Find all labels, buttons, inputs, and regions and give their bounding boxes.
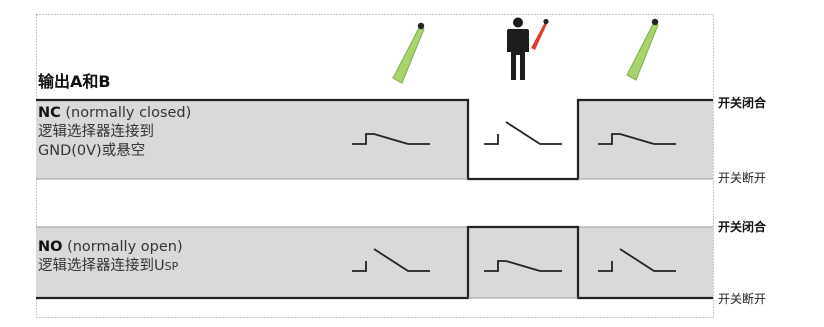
nc-line3: GND(0V)或悬空 [38,143,146,159]
nc-abbr: NC [38,105,61,121]
nc-state-closed: 开关闭合 [718,96,767,110]
person-icon [507,17,549,80]
no-label: NO (normally open) 逻辑选择器连接到USP [38,238,183,276]
switch-nc-3-closed [598,133,676,145]
switch-symbols [352,121,676,272]
nc-state-open: 开关断开 [718,171,767,185]
no-desc: (normally open) [62,239,183,255]
no-abbr: NO [38,239,63,255]
no-panel [36,225,713,300]
outer-frame [36,14,714,318]
switch-no-3-open [598,248,676,272]
switch-nc-2-open [484,121,562,145]
switch-nc-1-closed [352,133,430,145]
nc-desc: (normally closed) [60,105,192,121]
switch-no-2-closed [484,260,562,272]
switch-no-1-open [352,248,430,272]
nc-line2: 逻辑选择器连接到 [38,124,154,140]
no-state-closed: 开关闭合 [718,220,767,234]
no-line2-sub: SP [164,260,179,273]
no-line2: 逻辑选择器连接到U [38,258,165,274]
nc-label: NC (normally closed) 逻辑选择器连接到 GND(0V)或悬空 [38,104,191,161]
section-title: 输出A和B [38,72,111,91]
no-state-open: 开关断开 [718,292,767,306]
light-barrier-right-icon [626,18,659,81]
nc-panel [36,98,713,181]
light-barrier-left-icon [392,22,425,84]
